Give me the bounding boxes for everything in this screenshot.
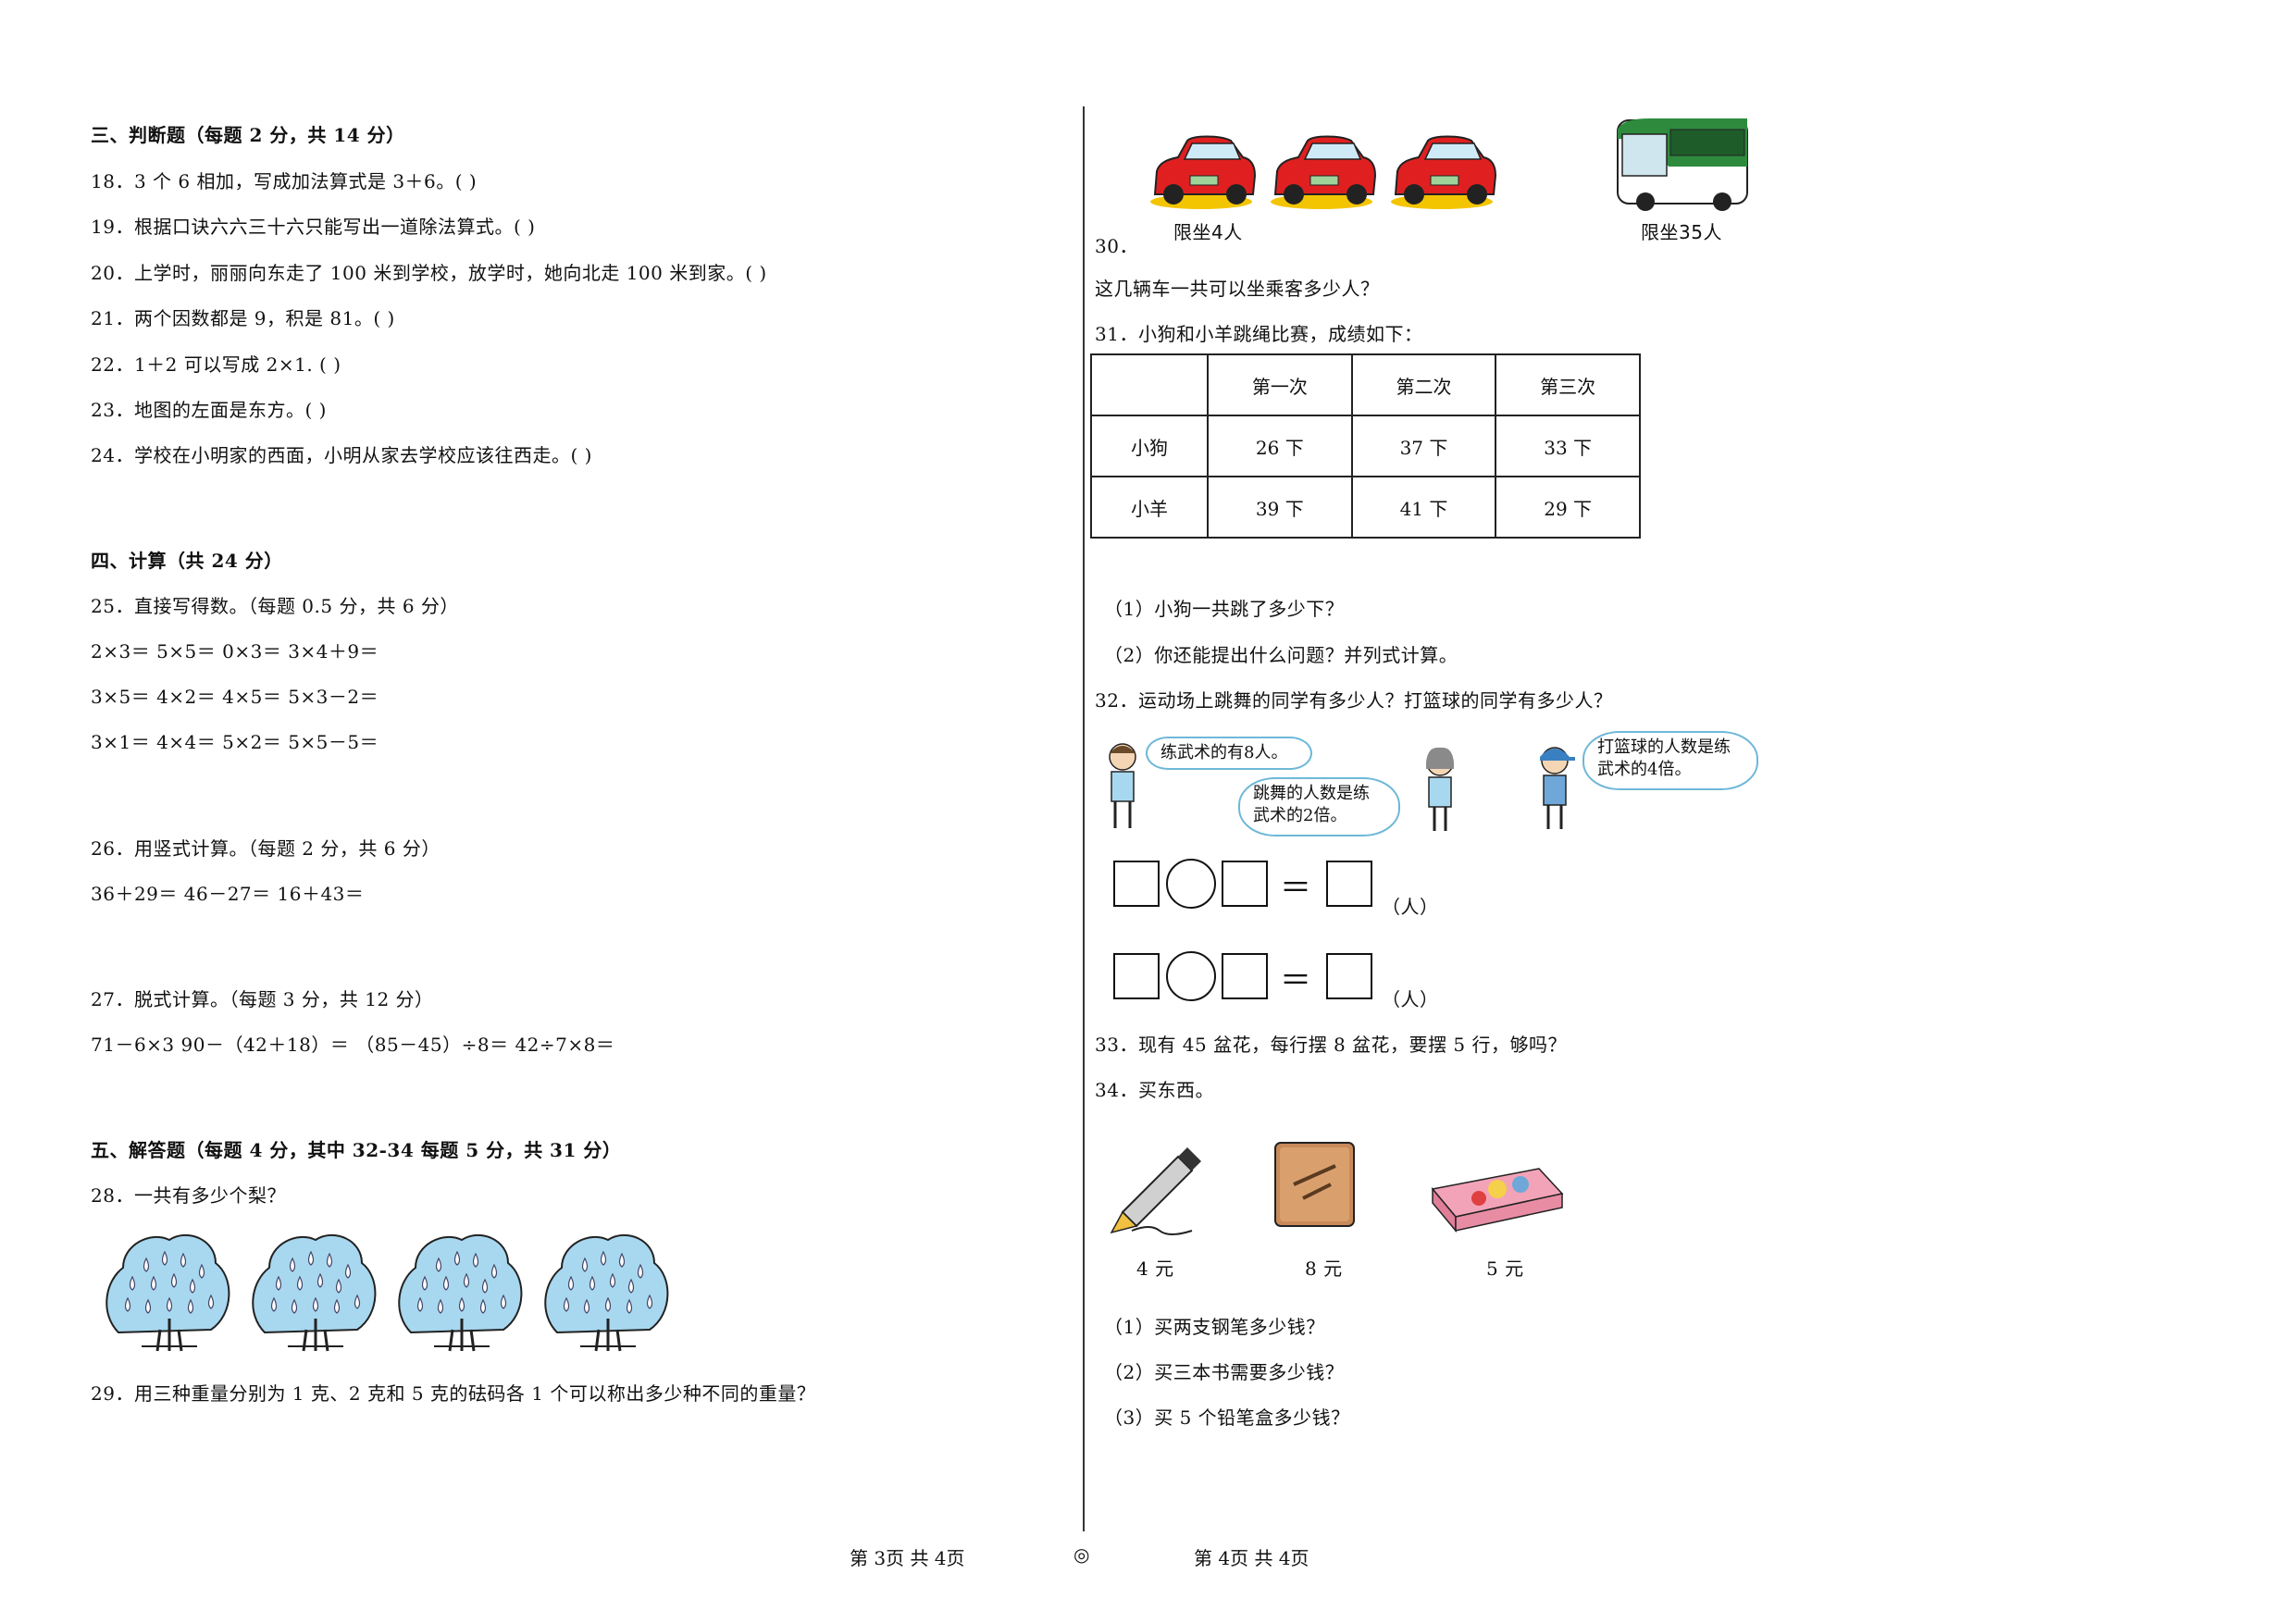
- question-26: 26．用竖式计算。（每题 2 分，共 6 分）: [91, 837, 441, 860]
- speech-bubble-2: 跳舞的人数是练武术的2倍。: [1238, 777, 1400, 836]
- operator-circle[interactable]: [1166, 951, 1216, 1001]
- boy-figure-icon: [1109, 743, 1136, 828]
- q26-row: 36＋29＝ 46－27＝ 16＋43＝: [91, 883, 365, 905]
- table-row: 小狗 26 下 37 下 33 下: [1090, 415, 1641, 477]
- question-33: 33．现有 45 盆花，每行摆 8 盆花，要摆 5 行，够吗？: [1095, 1034, 1567, 1056]
- table-cell: 26 下: [1207, 415, 1353, 477]
- answer-box[interactable]: [1326, 953, 1372, 999]
- pear-tree-icon: [543, 1233, 669, 1353]
- question-34-2: （2）买三本书需要多少钱？: [1104, 1361, 1345, 1383]
- question-21: 21．两个因数都是 9，积是 81。( ): [91, 307, 395, 329]
- answer-box[interactable]: [1113, 953, 1160, 999]
- car-label: 限坐4人: [1173, 221, 1243, 243]
- question-25: 25．直接写得数。（每题 0.5 分，共 6 分）: [91, 595, 459, 617]
- bus-icon: [1617, 118, 1748, 211]
- answer-box[interactable]: [1113, 861, 1160, 907]
- question-31-1: （1）小狗一共跳了多少下？: [1104, 598, 1345, 620]
- book-price: 8 元: [1305, 1258, 1343, 1280]
- pear-tree-icon: [105, 1233, 230, 1352]
- question-31: 31．小狗和小羊跳绳比赛，成绩如下：: [1095, 323, 1423, 345]
- answer-box[interactable]: [1326, 861, 1372, 907]
- car-icon: [1390, 135, 1496, 210]
- q25-row-3: 3×1＝ 4×4＝ 5×2＝ 5×5－5＝: [91, 731, 379, 753]
- table-cell: 小狗: [1090, 415, 1209, 477]
- car-icon: [1270, 135, 1376, 210]
- section3-title: 三、判断题（每题 2 分，共 14 分）: [91, 124, 405, 146]
- table-cell: 37 下: [1350, 415, 1497, 477]
- book-icon: [1274, 1142, 1355, 1227]
- question-34-3: （3）买 5 个铅笔盒多少钱？: [1104, 1406, 1350, 1429]
- footer-page-left: 第 3页 共 4页: [850, 1547, 965, 1569]
- section4-title: 四、计算（共 24 分）: [91, 550, 283, 572]
- question-28: 28．一共有多少个梨？: [91, 1184, 286, 1207]
- table-cell: 小羊: [1090, 476, 1209, 539]
- score-table: 第一次 第二次 第三次 小狗 26 下 37 下 33 下 小羊 39 下 41…: [1090, 353, 1641, 539]
- question-20: 20．上学时，丽丽向东走了 100 米到学校，放学时，她向北走 100 米到家。…: [91, 262, 767, 284]
- speech-bubble-3: 打篮球的人数是练武术的4倍。: [1582, 731, 1758, 790]
- table-header-cell: 第二次: [1350, 353, 1497, 416]
- car-icon: [1150, 135, 1257, 209]
- question-31-2: （2）你还能提出什么问题？并列式计算。: [1104, 644, 1458, 666]
- equals-sign: ＝: [1280, 870, 1311, 907]
- q25-row-1: 2×3＝ 5×5＝ 0×3＝ 3×4＋9＝: [91, 640, 379, 663]
- unit-label: （人）: [1382, 988, 1439, 1010]
- pear-tree-icon: [251, 1233, 377, 1353]
- table-header-cell: [1090, 353, 1209, 416]
- answer-box[interactable]: [1222, 861, 1268, 907]
- pear-tree-icon: [397, 1233, 523, 1353]
- pen-icon: [1110, 1147, 1201, 1235]
- question-29: 29．用三种重量分别为 1 克、2 克和 5 克的砝码各 1 个可以称出多少种不…: [91, 1382, 816, 1405]
- table-header-cell: 第三次: [1495, 353, 1641, 416]
- table-cell: 29 下: [1495, 476, 1641, 539]
- question-30: 这几辆车一共可以坐乘客多少人？: [1095, 278, 1380, 300]
- footer-page-right: 第 4页 共 4页: [1194, 1547, 1309, 1569]
- unit-label: （人）: [1382, 896, 1439, 918]
- footer-mark: ◎: [1074, 1543, 1090, 1566]
- question-18: 18．3 个 6 相加，写成加法算式是 3＋6。( ): [91, 170, 478, 192]
- question-34-1: （1）买两支钢笔多少钱？: [1104, 1316, 1325, 1338]
- section5-title: 五、解答题（每题 4 分，其中 32-34 每题 5 分，共 31 分）: [91, 1139, 622, 1161]
- table-cell: 41 下: [1350, 476, 1497, 539]
- pencil-case-icon: [1431, 1168, 1564, 1233]
- question-19: 19．根据口诀六六三十六只能写出一道除法算式。( ): [91, 216, 536, 238]
- pencil-case-price: 5 元: [1486, 1258, 1524, 1280]
- question-32: 32．运动场上跳舞的同学有多少人？打篮球的同学有多少人？: [1095, 689, 1613, 712]
- operator-circle[interactable]: [1166, 859, 1216, 909]
- question-22: 22．1＋2 可以写成 2×1. ( ): [91, 353, 341, 376]
- table-header-cell: 第一次: [1207, 353, 1353, 416]
- girl-figure-icon: [1425, 747, 1455, 831]
- pen-price: 4 元: [1136, 1258, 1174, 1280]
- answer-box[interactable]: [1222, 953, 1268, 999]
- question-30-number: 30．: [1095, 235, 1138, 257]
- q27-row: 71－6×3 90－（42＋18）＝ （85－45）÷8＝ 42÷7×8＝: [91, 1034, 615, 1056]
- column-divider: [1083, 106, 1085, 1531]
- table-cell: 39 下: [1207, 476, 1353, 539]
- q25-row-2: 3×5＝ 4×2＝ 4×5＝ 5×3－2＝: [91, 686, 379, 708]
- equals-sign: ＝: [1280, 962, 1311, 999]
- question-27: 27．脱式计算。（每题 3 分，共 12 分）: [91, 988, 434, 1010]
- question-24: 24．学校在小明家的西面，小明从家去学校应该往西走。( ): [91, 444, 592, 466]
- table-cell: 33 下: [1495, 415, 1641, 477]
- speech-bubble-1: 练武术的有8人。: [1146, 737, 1312, 770]
- cars-image: [1150, 135, 1496, 210]
- bus-label: 限坐35人: [1641, 221, 1722, 243]
- question-34: 34．买东西。: [1095, 1079, 1214, 1101]
- question-23: 23．地图的左面是东方。( ): [91, 399, 327, 421]
- pear-trees-image: [105, 1233, 669, 1353]
- boy-cap-figure-icon: [1540, 747, 1575, 829]
- table-row: 小羊 39 下 41 下 29 下: [1090, 476, 1641, 539]
